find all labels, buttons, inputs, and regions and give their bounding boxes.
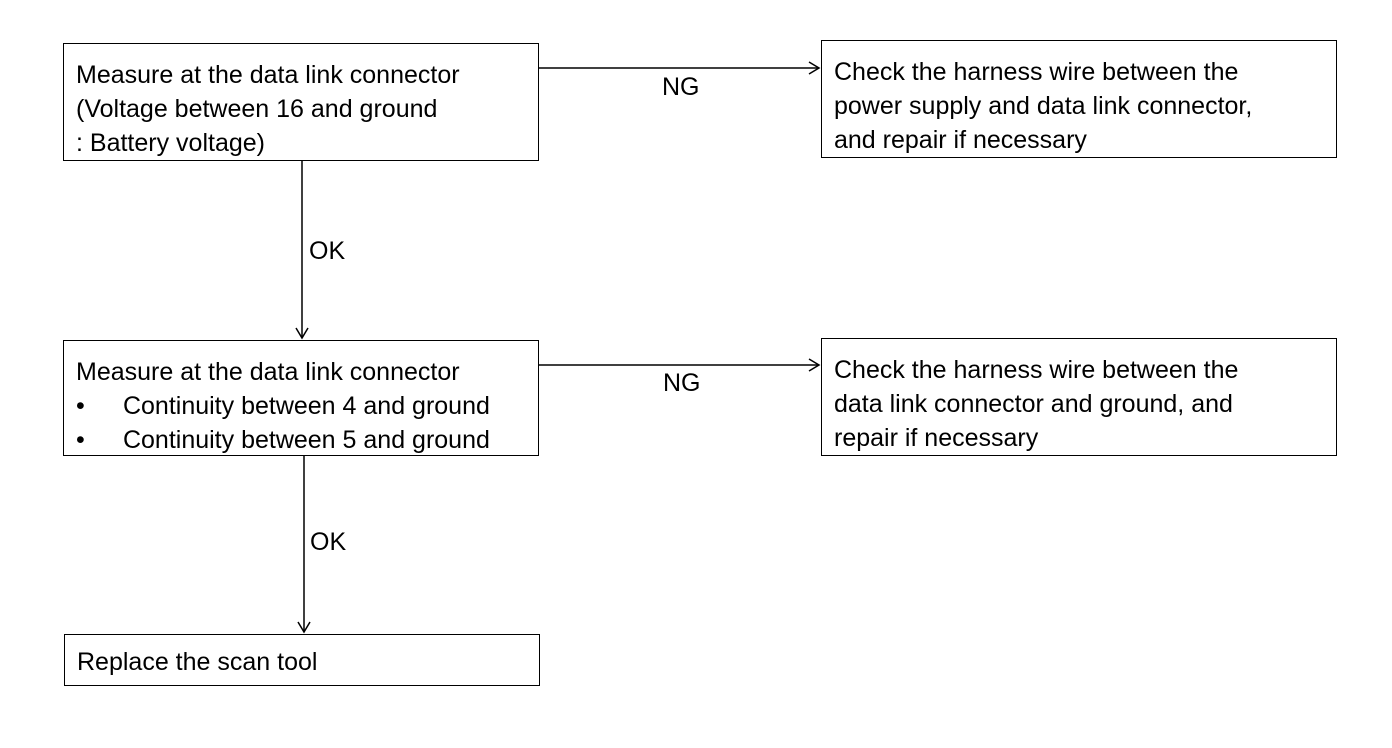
node-text-line: power supply and data link connector, [834, 92, 1253, 120]
bullet-item: • Continuity between 4 and ground [76, 389, 526, 423]
node-text-line: (Voltage between 16 and ground [76, 95, 438, 123]
node-text-line: data link connector and ground, and [834, 390, 1233, 418]
edge-label-continuity-ok: OK [310, 528, 347, 556]
node-title: Measure at the data link connector [76, 358, 460, 386]
node-text-line: Measure at the data link connector [76, 61, 460, 89]
edge-label-voltage-ok: OK [309, 237, 346, 265]
bullet-icon: • [76, 426, 85, 454]
bullet-item: • Continuity between 5 and ground [76, 423, 526, 457]
node-text-line: Check the harness wire between the [834, 58, 1239, 86]
node-measure-continuity: Measure at the data link connector • Con… [63, 340, 539, 456]
node-text-line: : Battery voltage) [76, 129, 265, 157]
arrowhead-replace [297, 621, 311, 634]
node-text-line: and repair if necessary [834, 126, 1087, 154]
arrowhead-ground-harness [808, 358, 821, 372]
node-replace-scan-tool: Replace the scan tool [64, 634, 540, 686]
node-text-line: repair if necessary [834, 424, 1039, 452]
bullet-icon: • [76, 392, 85, 420]
bullet-text: Continuity between 4 and ground [122, 392, 490, 420]
node-check-power-harness: Check the harness wire between the power… [821, 40, 1337, 158]
edge-label-voltage-ng: NG [662, 73, 700, 101]
node-check-ground-harness: Check the harness wire between the data … [821, 338, 1337, 456]
edge-label-continuity-ng: NG [663, 369, 701, 397]
node-text-line: Replace the scan tool [77, 648, 318, 676]
bullet-text: Continuity between 5 and ground [122, 426, 490, 454]
arrowhead-continuity [295, 327, 309, 340]
node-text-line: Check the harness wire between the [834, 356, 1239, 384]
node-measure-voltage: Measure at the data link connector (Volt… [63, 43, 539, 161]
arrowhead-power-harness [808, 61, 821, 75]
